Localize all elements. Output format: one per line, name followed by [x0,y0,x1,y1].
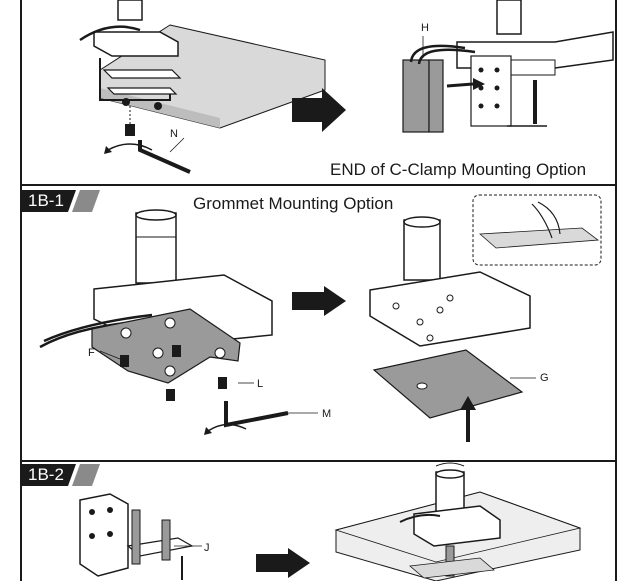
c-clamp-illustration [79,0,346,174]
grommet-assembled-illustration [369,216,536,442]
callout-n: N [170,128,178,140]
section-tag-label-1b2: 1B-2 [28,465,64,484]
callout-h: H [421,22,429,34]
callout-f: F [88,347,95,359]
clamp-bracket-illustration [79,493,202,580]
inset-detail-illustration [472,194,602,266]
callout-m: M [322,408,332,420]
desk-mounted-illustration [334,462,582,581]
section-divider-2 [20,460,617,462]
step-arrow-1b2 [256,548,310,578]
callout-g: G [540,372,549,384]
grommet-underside-illustration [39,209,318,435]
tag-shape [22,190,100,212]
section-title-1b1: Grommet Mounting Option [193,194,394,213]
left-border [20,0,22,581]
callout-l: L [257,378,264,390]
right-border [615,0,617,581]
section-divider-1 [20,184,617,186]
callout-j: J [204,542,210,554]
cable-clip-illustration [402,0,614,133]
section-tag-1b2 [22,464,100,486]
section-tag-label-1b1: 1B-1 [28,191,64,210]
step-arrow-1b1 [292,286,346,316]
end-caption: END of C-Clamp Mounting Option [330,160,587,179]
